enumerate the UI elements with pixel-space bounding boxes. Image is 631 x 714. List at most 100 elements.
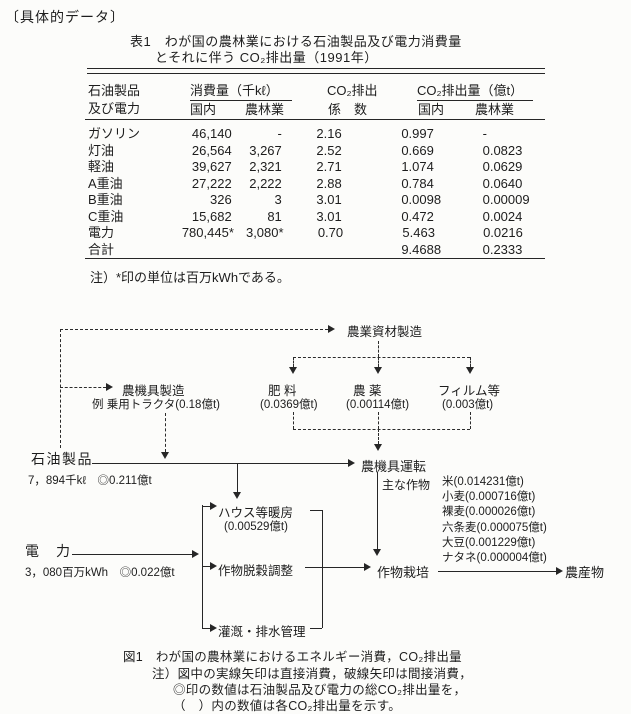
- arrowhead: [374, 367, 382, 378]
- table-title-line1: 表1 わが国の農林業における石油製品及び電力消費量: [130, 34, 462, 49]
- table-cell: 0.0640: [482, 175, 523, 191]
- table-cell: 3.01: [316, 208, 342, 224]
- col-header-consumption-agriculture: 農林業: [245, 102, 285, 117]
- bracket-right-line: [322, 510, 323, 628]
- node-machinery-mfg: 農機具製造: [122, 384, 185, 398]
- connector-stub: [470, 357, 471, 367]
- table-cell: 0.0216: [483, 225, 523, 240]
- connector-oil-branch-down: [237, 463, 238, 492]
- connector-stub: [378, 357, 379, 367]
- table-cell: 780,445*: [181, 225, 234, 240]
- col-header-product-line2: 及び電力: [88, 101, 141, 116]
- node-machinery-example: 例 乗用トラクタ(0.18億t): [92, 399, 220, 411]
- table-cell: 2,321: [249, 159, 282, 174]
- node-electricity: 電 力: [25, 543, 72, 559]
- table-cell: A重油: [88, 175, 123, 191]
- figure-caption-line4: （ ）内の数値は各CO₂排出量を示す。: [173, 699, 402, 713]
- table-cell: 電力: [88, 225, 115, 240]
- table-cell: 9.4688: [401, 241, 442, 257]
- table-row: B重油 326 3 3.01 0.0098 0.00009: [88, 192, 545, 209]
- table-cell: 326: [209, 192, 232, 207]
- table-cell: 0.669: [401, 142, 434, 158]
- node-threshing: 作物脱穀調整: [218, 564, 294, 578]
- node-irrigation: 灌漑・排水管理: [218, 625, 306, 639]
- node-fertilizer-value: (0.0369億t): [260, 399, 318, 411]
- page-header-label: 〔具体的データ〕: [5, 9, 125, 25]
- table-cell: 0.00009: [482, 192, 530, 207]
- arrowhead: [210, 562, 221, 570]
- arrowhead: [289, 367, 297, 378]
- table-cell: 3.01: [316, 192, 342, 207]
- crop-item: 小麦(0.000716億t): [442, 491, 536, 504]
- table-header-rule: [85, 119, 545, 120]
- connector-entry: [202, 566, 210, 567]
- table-top-double-rule: [87, 68, 545, 74]
- connector-cultivation-to-products: [438, 571, 556, 572]
- table-cell: 3: [274, 192, 282, 207]
- table-cell: 0.784: [401, 175, 434, 191]
- table-cell: 0.472: [401, 208, 434, 224]
- connector-dashed-left-vertical: [60, 329, 61, 448]
- table-cell: 39,627: [191, 159, 232, 174]
- connector-tractor-to-oil-line: [165, 413, 166, 452]
- table-cell: 2,222: [249, 175, 282, 191]
- arrowhead: [210, 624, 221, 632]
- connector-group-to-cultivation: [305, 567, 364, 568]
- connector-operation-to-cultivation: [377, 472, 378, 549]
- node-products: 農産物: [565, 565, 605, 580]
- table-row: A重油 27,222 2,222 2.88 0.784 0.0640: [88, 176, 545, 193]
- table-cell: 0.0823: [482, 142, 523, 158]
- table-cell: 0.0098: [401, 192, 442, 207]
- col-header-product-line1: 石油製品: [88, 83, 141, 98]
- connector-dashed-to-materials: [60, 329, 328, 330]
- table-cell: 0.0024: [482, 208, 523, 224]
- main-crops-label: 主な作物: [382, 478, 431, 492]
- bracket-left-line: [202, 505, 203, 629]
- arrowhead: [374, 444, 382, 455]
- table-cell: 合計: [88, 241, 115, 257]
- table-cell: 3,080*: [245, 225, 284, 240]
- connector-collector-feed: [378, 429, 379, 444]
- table-cell: -: [277, 126, 282, 141]
- bracket-right-tick-bottom: [310, 628, 322, 629]
- table-title-line2: とそれに伴う CO₂排出量（1991年）: [155, 50, 378, 65]
- table-cell: 26,564: [191, 142, 232, 158]
- arrowhead: [233, 492, 241, 503]
- crop-item: 六条麦(0.000075億t): [442, 521, 547, 534]
- table-cell: [232, 242, 282, 259]
- table-cell: 2.52: [316, 142, 342, 158]
- node-cultivation: 作物栽培: [377, 565, 430, 580]
- arrowhead: [161, 452, 169, 463]
- arrowhead: [192, 550, 203, 558]
- table-cell: 15,682: [191, 208, 232, 224]
- arrowhead: [373, 549, 381, 560]
- table-cell: 27,222: [191, 175, 232, 191]
- col-header-emission-domestic: 国内: [418, 102, 445, 117]
- node-fertilizer: 肥 料: [268, 384, 297, 398]
- node-chemicals: 農 薬: [353, 384, 382, 398]
- table-bottom-rule: [85, 258, 545, 259]
- table-cell: 灯油: [88, 142, 115, 158]
- arrowhead: [556, 567, 567, 575]
- table-cell: 81: [267, 208, 282, 224]
- figure-caption-line2: 注）図中の実線矢印は直接消費，破線矢印は間接消費，: [152, 667, 473, 681]
- node-house-heating-value: (0.00529億t): [224, 521, 288, 533]
- connector-entry: [202, 628, 210, 629]
- col-header-emission-agriculture: 農林業: [475, 102, 515, 117]
- node-electricity-value: 3，080百万kWh ◎0.022億t: [25, 567, 175, 579]
- table-cell: 2.88: [316, 175, 342, 191]
- table-cell: 0.0629: [482, 159, 523, 174]
- table-cell: 0.70: [317, 225, 344, 240]
- table-cell: 1.074: [401, 159, 434, 174]
- table-cell: B重油: [88, 192, 123, 207]
- table-cell: ガソリン: [88, 126, 141, 141]
- col-header-consumption-domestic: 国内: [190, 102, 217, 117]
- node-materials: 農業資材製造: [347, 325, 423, 339]
